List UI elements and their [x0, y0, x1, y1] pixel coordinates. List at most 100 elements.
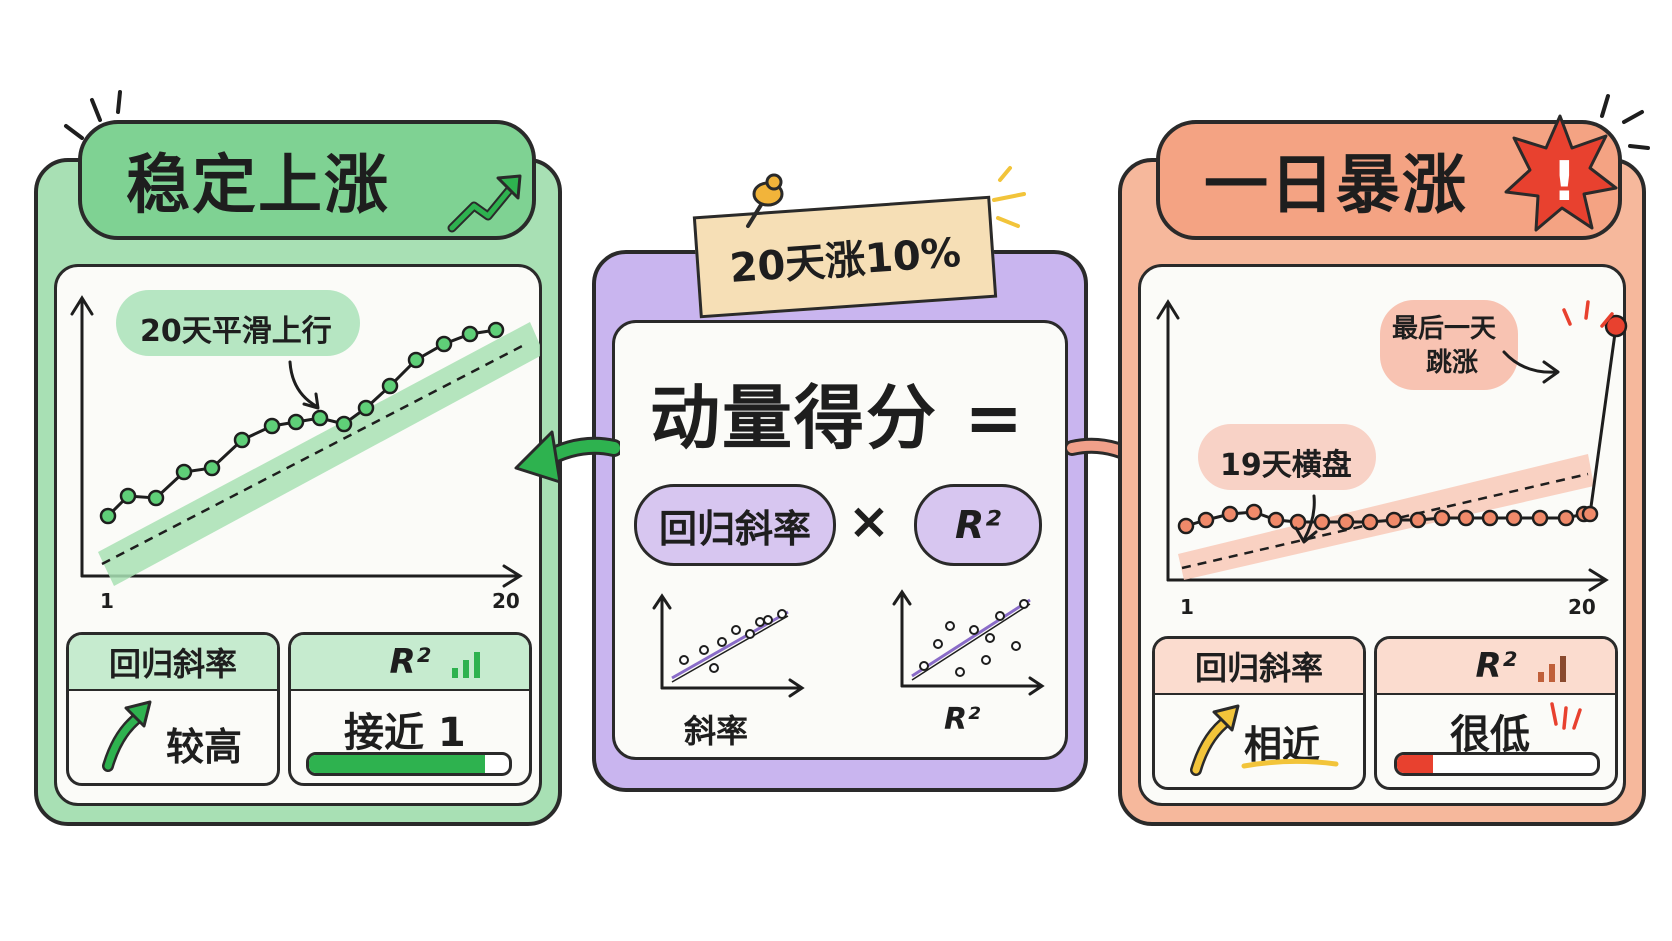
mini-r2-label: R² — [944, 702, 981, 737]
data-point — [1177, 517, 1195, 535]
left-axes — [70, 295, 523, 588]
right-r2-value: 很低 — [1450, 712, 1530, 758]
data-point — [147, 489, 165, 507]
scatter-point — [717, 637, 727, 647]
data-point — [435, 335, 453, 353]
alert-burst-icon: ! — [1504, 114, 1618, 232]
data-point — [175, 463, 193, 481]
spike-annotation-line1: 最后一天 — [1392, 314, 1497, 344]
right-x-start: 1 — [1180, 595, 1194, 619]
data-point — [1505, 509, 1523, 527]
pushpin-icon — [746, 173, 784, 228]
data-point — [1433, 509, 1451, 527]
data-point — [263, 417, 281, 435]
left-annotation: 20天平滑上行 — [140, 314, 332, 349]
left-x-end: 20 — [492, 589, 520, 613]
data-point — [1245, 503, 1263, 521]
left-x-start: 1 — [100, 589, 114, 613]
left-annotation-arrow — [288, 360, 320, 410]
mini-slope-scatter — [652, 593, 805, 698]
data-point — [1481, 509, 1499, 527]
data-point — [287, 413, 305, 431]
left-series — [99, 321, 505, 525]
data-point — [407, 351, 425, 369]
spike-annotation-bubble — [1380, 300, 1518, 390]
data-point — [1221, 505, 1239, 523]
data-point — [1385, 511, 1403, 529]
spike-annotation-line2: 跳涨 — [1426, 348, 1479, 378]
scatter-point — [985, 633, 995, 643]
data-point — [1361, 513, 1379, 531]
flat-annotation-bubble — [1198, 424, 1376, 490]
data-point — [1409, 511, 1427, 529]
left-title: 稳定上涨 — [126, 149, 390, 223]
data-point — [1337, 513, 1355, 531]
scatter-point — [995, 611, 1005, 621]
spark-lines-center — [992, 166, 1026, 228]
right-line-chart: 1 20 — [1156, 299, 1628, 619]
left-r2-progress-fill — [309, 755, 485, 773]
left-annotation-bubble — [116, 290, 360, 356]
data-point — [1197, 511, 1215, 529]
scatter-point — [699, 645, 709, 655]
data-point — [119, 487, 137, 505]
bar-signal-icon — [452, 652, 480, 678]
term-slope-pill: 回归斜率 — [634, 484, 836, 566]
left-slope-value: 较高 — [166, 725, 243, 769]
term-r2: R² — [955, 503, 1001, 547]
scatter-point — [755, 617, 765, 627]
scatter-point — [1019, 599, 1029, 609]
formula-title: 动量得分 = — [650, 377, 1026, 459]
data-point — [1604, 314, 1628, 338]
scatter-point — [745, 629, 755, 639]
spike-spark-lines — [1562, 300, 1614, 328]
arrow-up-icon — [102, 700, 152, 772]
scatter-point — [709, 663, 719, 673]
flat-annotation: 19天横盘 — [1220, 448, 1352, 483]
data-point — [357, 399, 375, 417]
term-r2-pill: R² — [914, 484, 1042, 566]
scatter-point — [1011, 641, 1021, 651]
spark-lines-right — [1600, 94, 1650, 150]
left-trend-band — [98, 322, 540, 586]
scatter-point — [981, 655, 991, 665]
data-point — [381, 377, 399, 395]
data-point — [203, 459, 221, 477]
right-r2-label: R² — [1475, 646, 1517, 686]
arrow-up-icon-yellow — [1190, 704, 1240, 776]
data-point — [1581, 505, 1599, 523]
flat-annotation-arrow — [1294, 494, 1318, 544]
left-line-chart: 1 20 — [70, 295, 540, 613]
r2-low-spark — [1550, 702, 1582, 730]
scatter-point — [945, 621, 955, 631]
left-slope-label: 回归斜率 — [69, 635, 277, 691]
scatter-point — [777, 609, 787, 619]
data-point — [311, 409, 329, 427]
left-slope-card: 回归斜率 — [66, 632, 280, 786]
right-series — [1177, 314, 1628, 535]
data-point — [233, 431, 251, 449]
right-trend-band — [1178, 454, 1594, 580]
scatter-point — [763, 615, 773, 625]
trend-up-icon — [447, 174, 522, 233]
left-r2-progress-track — [306, 752, 512, 776]
spark-lines-left — [64, 90, 122, 140]
left-title-tab: 稳定上涨 — [78, 120, 536, 240]
data-point — [1313, 513, 1331, 531]
left-r2-label: R² — [389, 642, 431, 682]
scatter-point — [955, 667, 965, 677]
right-title-tab: 一日暴涨 — [1156, 120, 1622, 240]
term-slope: 回归斜率 — [658, 506, 811, 551]
data-point — [1557, 509, 1575, 527]
bar-signal-icon-low — [1538, 656, 1566, 682]
spike-annotation-arrow — [1502, 350, 1560, 384]
series-line — [106, 328, 497, 518]
scatter-point — [679, 655, 689, 665]
data-point — [461, 325, 479, 343]
scatter-point — [969, 625, 979, 635]
data-point — [487, 321, 505, 339]
arrow-to-left-panel — [514, 430, 620, 484]
data-point — [1531, 509, 1549, 527]
right-r2-progress-track — [1394, 752, 1600, 776]
right-title: 一日暴涨 — [1204, 149, 1468, 223]
